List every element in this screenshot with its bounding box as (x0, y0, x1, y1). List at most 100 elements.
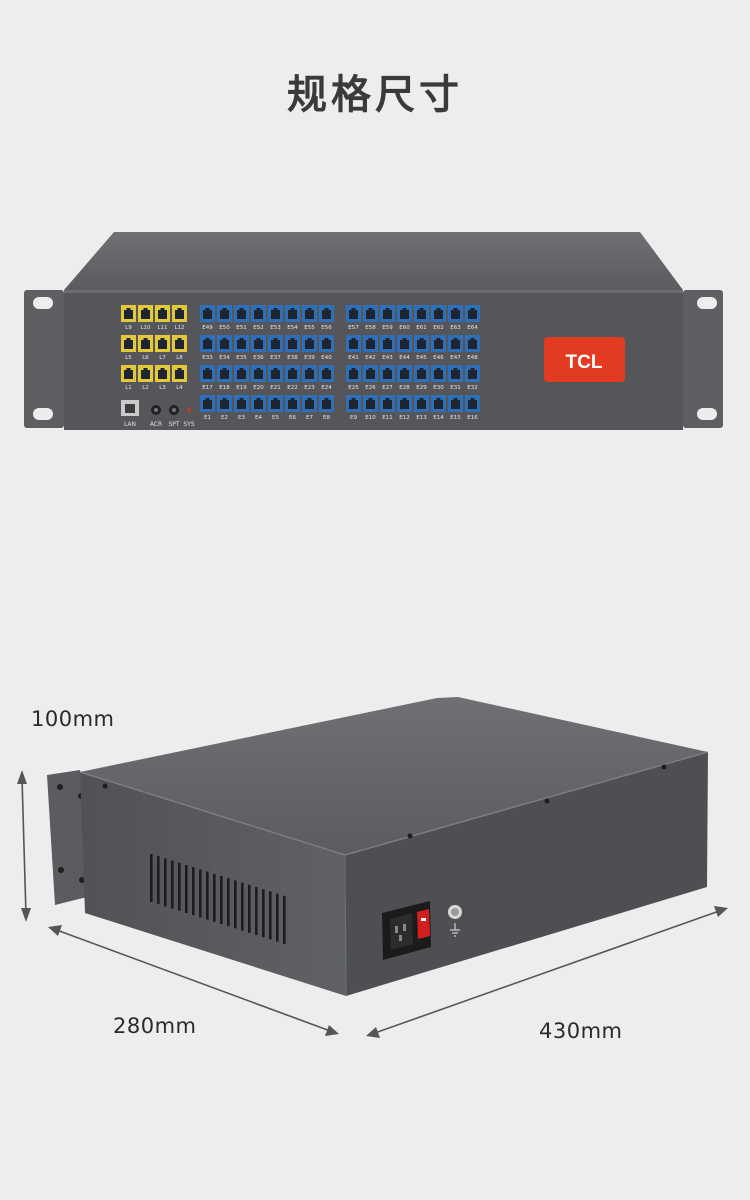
vent-slot (164, 858, 167, 907)
vent-slot (269, 891, 272, 940)
port-label: E32 (467, 385, 477, 391)
port-label: E48 (467, 355, 478, 361)
port-label: L7 (159, 355, 166, 361)
vent-slot (234, 880, 237, 929)
port-label: L2 (142, 385, 149, 391)
port-label: E35 (236, 355, 247, 361)
io-group: LAN ACR SPT SYS (121, 400, 195, 428)
port-label: L10 (140, 325, 151, 331)
io-label-sys: SYS (183, 421, 194, 428)
port-label: E6 (289, 415, 296, 421)
port-label: E2 (221, 415, 228, 421)
port-label: E10 (365, 415, 376, 421)
port-label: E60 (399, 325, 410, 331)
vent-slot (227, 878, 230, 927)
port-label: E62 (433, 325, 443, 331)
port-label: E22 (287, 385, 297, 391)
port-label: E29 (416, 385, 427, 391)
port-label: E51 (236, 325, 246, 331)
brand-logo-text: TCL (566, 352, 603, 373)
port-label: E46 (433, 355, 444, 361)
vent-slot (283, 895, 286, 944)
side-vent-slots (150, 854, 286, 944)
port-label: E24 (321, 385, 332, 391)
port-label: L9 (125, 325, 132, 331)
power-switch[interactable] (417, 909, 430, 939)
vent-slot (262, 889, 265, 938)
port-label: E44 (399, 355, 410, 361)
port-label: L12 (174, 325, 184, 331)
vent-slot (206, 871, 209, 920)
port-label: E37 (270, 355, 281, 361)
port-label: E20 (253, 385, 264, 391)
rear-view-device (47, 697, 709, 997)
port-label: E16 (467, 415, 478, 421)
port-label: E42 (365, 355, 375, 361)
port-label: E18 (219, 385, 230, 391)
port-label: E11 (382, 415, 392, 421)
port-label: E12 (399, 415, 409, 421)
vent-slot (192, 867, 195, 916)
port-label: E30 (433, 385, 444, 391)
port-label: E28 (399, 385, 410, 391)
rack-ear-right (683, 290, 723, 428)
port-label: E1 (204, 415, 211, 421)
port-label: E4 (255, 415, 262, 421)
port-label: E25 (348, 385, 359, 391)
page-title: 规格尺寸 (287, 72, 463, 118)
port-label: L3 (159, 385, 166, 391)
port-label: E13 (416, 415, 427, 421)
port-label: E61 (416, 325, 426, 331)
port-label: L6 (142, 355, 149, 361)
dimension-arrow-height (17, 770, 31, 922)
rear-view-top-surface (80, 697, 708, 855)
port-label: E38 (287, 355, 298, 361)
port-label: E21 (270, 385, 280, 391)
port-label: E9 (350, 415, 357, 421)
port-label: E39 (304, 355, 315, 361)
port-label: E8 (323, 415, 330, 421)
vent-slot (178, 862, 181, 911)
port-label: E34 (219, 355, 230, 361)
io-label-spt: SPT (168, 421, 179, 428)
port-label: L1 (125, 385, 132, 391)
port-label: E47 (450, 355, 461, 361)
width-dimension-label: 430mm (539, 1019, 623, 1043)
vent-slot (199, 869, 202, 918)
port-label: E23 (304, 385, 315, 391)
vent-slot (150, 854, 153, 902)
port-label: L5 (125, 355, 132, 361)
port-label: E50 (219, 325, 230, 331)
vent-slot (276, 893, 279, 942)
port-label: E40 (321, 355, 332, 361)
port-label: L11 (157, 325, 167, 331)
vent-slot (241, 882, 244, 931)
port-label: E45 (416, 355, 427, 361)
vent-slot (248, 884, 251, 933)
port-label: L8 (176, 355, 183, 361)
vent-slot (185, 865, 188, 913)
port-label: E7 (306, 415, 313, 421)
port-label: E27 (382, 385, 393, 391)
port-label: E41 (348, 355, 358, 361)
vent-slot (213, 873, 216, 922)
height-dimension-label: 100mm (31, 707, 115, 731)
port-label: E33 (202, 355, 213, 361)
port-label: E56 (321, 325, 332, 331)
port-label: E53 (270, 325, 281, 331)
depth-dimension-label: 280mm (113, 1014, 197, 1038)
port-label: E63 (450, 325, 461, 331)
ground-terminal[interactable] (448, 905, 462, 937)
port-label: E3 (238, 415, 245, 421)
port-label: E54 (287, 325, 298, 331)
dimension-arrow-width (366, 906, 728, 1038)
port-label: E55 (304, 325, 315, 331)
port-label: E14 (433, 415, 444, 421)
port-label: E31 (450, 385, 460, 391)
dimension-arrow-depth (48, 925, 339, 1036)
io-label-lan: LAN (124, 421, 136, 428)
